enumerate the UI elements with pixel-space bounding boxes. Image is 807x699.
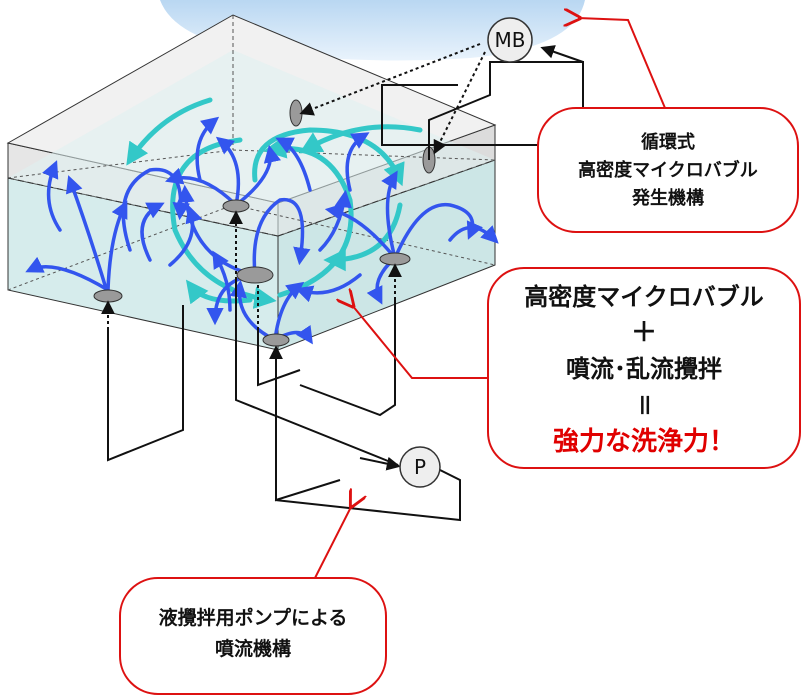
flow-arrow bbox=[42, 160, 62, 232]
pointer-circulation bbox=[578, 18, 666, 109]
swirl-4 bbox=[252, 127, 405, 187]
pump-return bbox=[274, 469, 461, 522]
flow-arrow bbox=[252, 197, 311, 277]
flow-arrows bbox=[25, 116, 499, 345]
flow-arrow bbox=[448, 225, 499, 244]
pump-piping bbox=[101, 210, 461, 522]
callout-main-line2: 噴流･乱流攪拌 bbox=[566, 355, 722, 383]
mb-device: MB bbox=[487, 17, 533, 63]
swirl-6 bbox=[299, 124, 423, 154]
callout-pump-box bbox=[119, 577, 387, 695]
flow-arrow bbox=[25, 256, 110, 292]
mb-return-arrow bbox=[540, 45, 584, 63]
callout-main-equals: ＝ bbox=[630, 393, 658, 417]
floor-hidden-edge-2 bbox=[232, 204, 496, 266]
flow-arrow bbox=[215, 136, 241, 207]
flow-arrow bbox=[324, 203, 397, 260]
callout-main-result: 強力な洗浄力！ bbox=[553, 427, 735, 457]
mb-feed-dotted bbox=[299, 43, 481, 116]
jet-nozzle-left bbox=[93, 289, 123, 303]
mb-nozzle-back bbox=[289, 99, 303, 127]
callout-circulation: 循環式 高密度マイクロバブル 発生機構 bbox=[537, 107, 799, 233]
flow-arrow bbox=[275, 137, 312, 192]
swirl-7 bbox=[185, 279, 253, 305]
callout-circulation-line3: 発生機構 bbox=[631, 187, 704, 209]
flow-arrow bbox=[295, 273, 362, 303]
flow-arrow bbox=[393, 202, 483, 260]
callout-main-line1: 高密度マイクロバブル bbox=[524, 283, 764, 311]
flow-arrow bbox=[318, 189, 352, 252]
flow-arrow bbox=[345, 132, 370, 192]
flow-arrow bbox=[234, 144, 281, 207]
waterline-back bbox=[7, 177, 279, 237]
swirl-5 bbox=[323, 202, 403, 272]
callout-circulation-line2: 高密度マイクロバブル bbox=[578, 159, 758, 181]
flow-arrow bbox=[140, 202, 165, 262]
flow-arrow bbox=[212, 250, 232, 312]
pump-pipe-right bbox=[299, 300, 396, 417]
pump-pipe-center bbox=[257, 330, 301, 387]
callout-main-box bbox=[487, 267, 801, 469]
pump-feed-arrow bbox=[359, 456, 401, 471]
pump-device-circle bbox=[399, 446, 441, 488]
pump-device: P bbox=[399, 446, 441, 488]
pointer-main bbox=[352, 305, 488, 379]
swirl-flows bbox=[126, 97, 423, 309]
jet-nozzle-front bbox=[262, 333, 290, 347]
pointer-pump bbox=[255, 505, 352, 579]
pump-pipe-front bbox=[275, 350, 341, 502]
pump-pipe-main bbox=[235, 280, 399, 466]
nozzles bbox=[93, 99, 436, 347]
pump-device-label: P bbox=[414, 455, 426, 479]
flow-arrow bbox=[165, 167, 238, 207]
flow-arrow bbox=[65, 175, 110, 297]
callout-pump: 液攪拌用ポンプによる 噴流機構 bbox=[119, 577, 387, 695]
flow-arrow bbox=[195, 116, 220, 182]
callout-circulation-box bbox=[537, 107, 799, 233]
callout-main-plus: ＋ bbox=[631, 318, 657, 348]
callout-pump-line2: 噴流機構 bbox=[215, 637, 291, 660]
mb-device-label: MB bbox=[495, 28, 526, 52]
pump-pipe-left bbox=[107, 305, 184, 462]
jet-nozzle-center bbox=[236, 266, 274, 284]
flow-arrow bbox=[381, 170, 398, 260]
mb-device-circle bbox=[487, 17, 533, 63]
callout-circulation-line1: 循環式 bbox=[641, 131, 695, 153]
jet-nozzle-back bbox=[222, 199, 250, 213]
callout-pump-line1: 液攪拌用ポンプによる bbox=[159, 606, 348, 629]
mb-feed-dotted-2 bbox=[433, 51, 486, 155]
callout-main: 高密度マイクロバブル ＋ 噴流･乱流攪拌 ＝ 強力な洗浄力！ bbox=[487, 267, 801, 469]
flow-arrow bbox=[168, 205, 203, 267]
swirl-1 bbox=[126, 97, 213, 166]
jet-nozzle-right bbox=[379, 252, 411, 266]
mb-piping bbox=[299, 43, 584, 160]
